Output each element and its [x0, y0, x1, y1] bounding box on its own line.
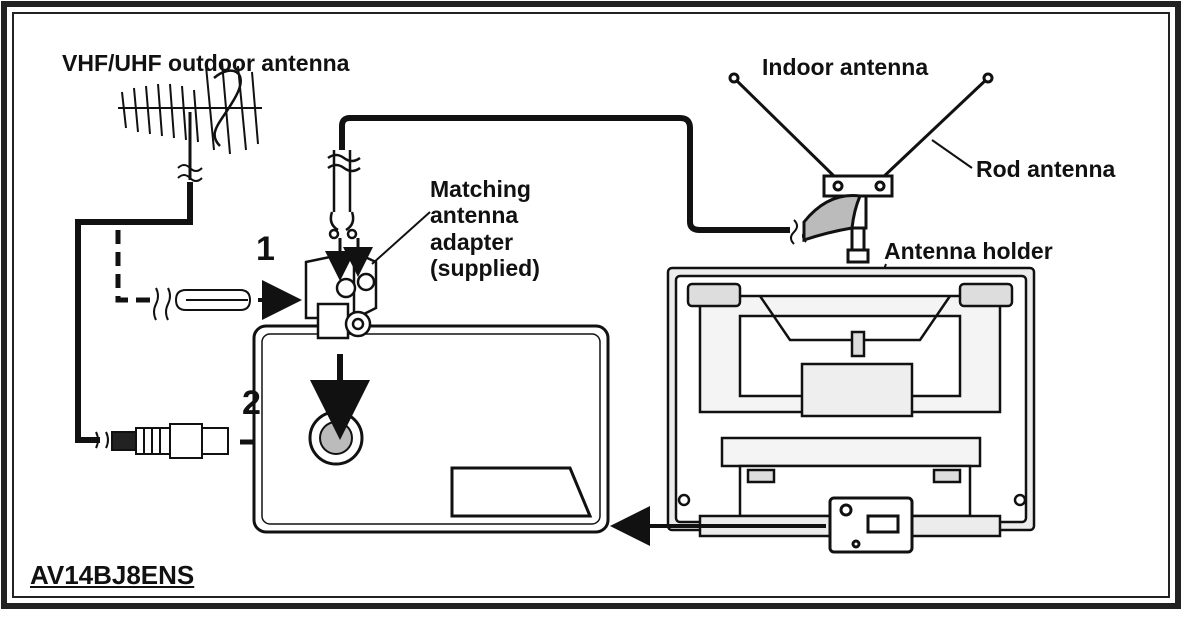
model-number: AV14BJ8ENS: [30, 560, 195, 590]
matching-adapter-label-line4: (supplied): [430, 255, 540, 282]
matching-adapter-label-line2: antenna: [430, 202, 519, 229]
matching-antenna-adapter-icon: [304, 250, 378, 340]
matching-adapter-label-line1: Matching: [430, 176, 531, 202]
outdoor-coax-cable: [75, 182, 193, 443]
outdoor-antenna-label: VHF/UHF outdoor antenna: [62, 50, 350, 76]
indoor-antenna-icon: [728, 72, 994, 264]
antenna-socket-icon: [308, 410, 364, 466]
tv-back-view: [666, 266, 1036, 538]
coax-plug-icon: [95, 423, 229, 459]
cable-break-mark: [153, 287, 171, 321]
panel-cutout-shape: [450, 466, 593, 518]
rod-antenna-label: Rod antenna: [976, 156, 1116, 182]
forked-lead-icon: [327, 150, 361, 240]
inner-frame: [12, 12, 1170, 598]
antenna-holder-label: Antenna holder: [884, 238, 1053, 264]
matching-adapter-label: Matching antenna adapter (supplied): [430, 176, 540, 282]
outdoor-antenna-icon: [118, 61, 262, 182]
indoor-antenna-label: Indoor antenna: [762, 54, 929, 80]
rod-antenna-leader-line: [931, 139, 973, 169]
adapter-leader-line: [371, 211, 431, 265]
step-2-number: 2: [242, 384, 261, 422]
indoor-antenna-cable: [339, 115, 790, 233]
twin-lead-dashed-cable: [115, 230, 150, 303]
matching-adapter-label-line3: adapter: [430, 228, 514, 255]
tv-rear-panel-inset: [828, 496, 914, 554]
step-1-number: 1: [256, 230, 275, 268]
twin-lead-wire-icon: [174, 289, 252, 311]
